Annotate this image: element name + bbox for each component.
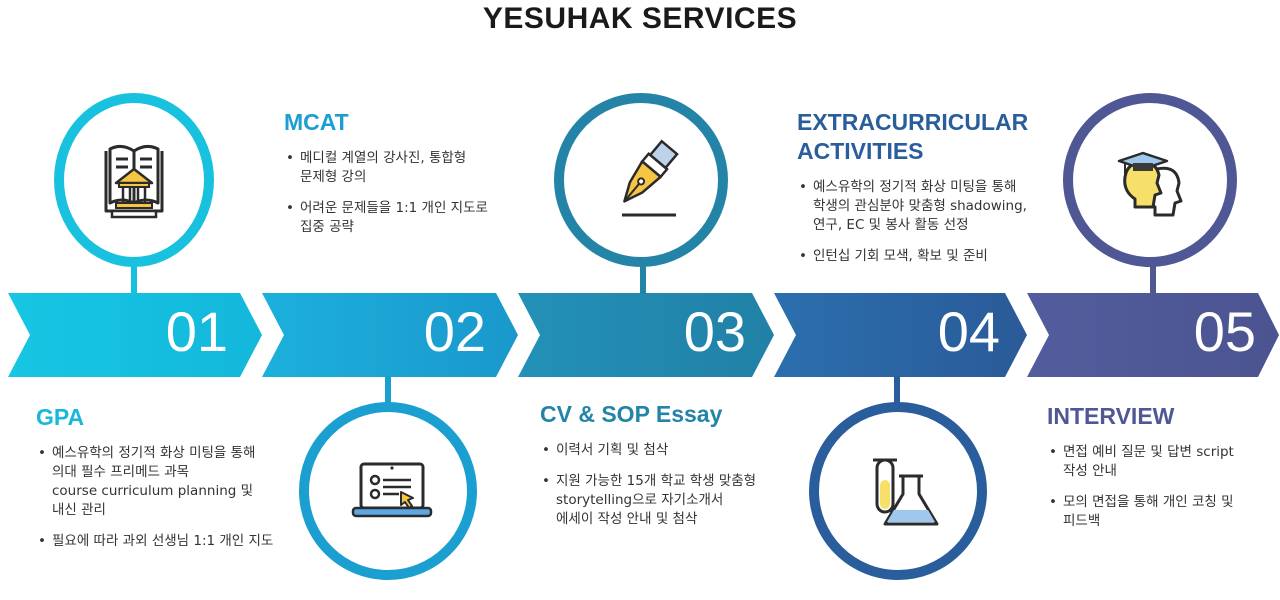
step-list: 면접 예비 질문 및 답변 script 작성 안내 모의 면접을 통해 개인 … [1047,443,1277,531]
connector-05 [1150,266,1156,294]
step-number-03: 03 [683,300,746,363]
step-heading: EXTRACURRICULAR ACTIVITIES [797,109,1029,164]
step-heading: MCAT [284,109,349,135]
arrow-segment-03 [518,293,774,377]
connector-02 [385,376,391,406]
list-item: 면접 예비 질문 및 답변 script 작성 안내 [1047,443,1277,481]
step-heading: GPA [36,404,85,430]
list-item: 인턴십 기회 모색, 확보 및 준비 [797,247,1057,266]
step-block-01: GPA 예스유학의 정기적 화상 미팅을 통해 의대 필수 프리메드 과목 co… [36,403,296,563]
list-item: 예스유학의 정기적 화상 미팅을 통해 학생의 관심분야 맞춤형 shadowi… [797,178,1057,235]
graduate-heads-icon [1117,151,1183,217]
step-list: 메디컬 계열의 강사진, 통합형 문제형 강의 어려운 문제들을 1:1 개인 … [284,149,534,237]
step-number-05: 05 [1193,300,1256,363]
arrow-segment-01 [8,293,262,377]
step-block-05: INTERVIEW 면접 예비 질문 및 답변 script 작성 안내 모의 … [1047,402,1277,543]
page-title: YESUHAK SERVICES [482,2,798,35]
step-block-02: MCAT 메디컬 계열의 강사진, 통합형 문제형 강의 어려운 문제들을 1:… [284,108,534,249]
connector-01 [131,266,137,294]
step-circle-02 [299,402,477,580]
list-item: 모의 면접을 통해 개인 코칭 및 피드백 [1047,493,1277,531]
courthouse-book-icon [104,144,164,219]
list-item: 예스유학의 정기적 화상 미팅을 통해 의대 필수 프리메드 과목 course… [36,444,296,520]
step-circle-01 [54,93,214,267]
list-item: 지원 가능한 15개 학교 학생 맞춤형 storytelling으로 자기소개… [540,472,800,529]
fountain-pen-icon [622,139,679,217]
connector-04 [894,376,900,406]
list-item: 어려운 문제들을 1:1 개인 지도로 집중 공략 [284,199,534,237]
step-number-01: 01 [165,300,228,363]
list-item: 필요에 따라 과외 선생님 1:1 개인 지도 [36,532,296,551]
step-number-02: 02 [423,300,486,363]
step-circle-03 [554,93,728,267]
arrow-segment-02 [262,293,518,377]
lab-flasks-icon [873,458,939,526]
step-heading: INTERVIEW [1047,403,1175,429]
step-circle-04 [809,402,987,580]
list-item: 메디컬 계열의 강사진, 통합형 문제형 강의 [284,149,534,187]
step-list: 예스유학의 정기적 화상 미팅을 통해 학생의 관심분야 맞춤형 shadowi… [797,178,1057,266]
arrow-segment-05 [1027,293,1279,377]
step-block-03: CV & SOP Essay 이력서 기획 및 첨삭 지원 가능한 15개 학교… [540,400,800,541]
step-heading: CV & SOP Essay [540,401,723,427]
step-number-04: 04 [937,300,1000,363]
connector-03 [640,266,646,294]
step-block-04: EXTRACURRICULAR ACTIVITIES 예스유학의 정기적 화상 … [797,108,1057,278]
laptop-checklist-icon [351,462,433,518]
step-list: 이력서 기획 및 첨삭 지원 가능한 15개 학교 학생 맞춤형 storyte… [540,441,800,529]
list-item: 이력서 기획 및 첨삭 [540,441,800,460]
step-list: 예스유학의 정기적 화상 미팅을 통해 의대 필수 프리메드 과목 course… [36,444,296,551]
arrow-segment-04 [774,293,1027,377]
step-circle-05 [1063,93,1237,267]
